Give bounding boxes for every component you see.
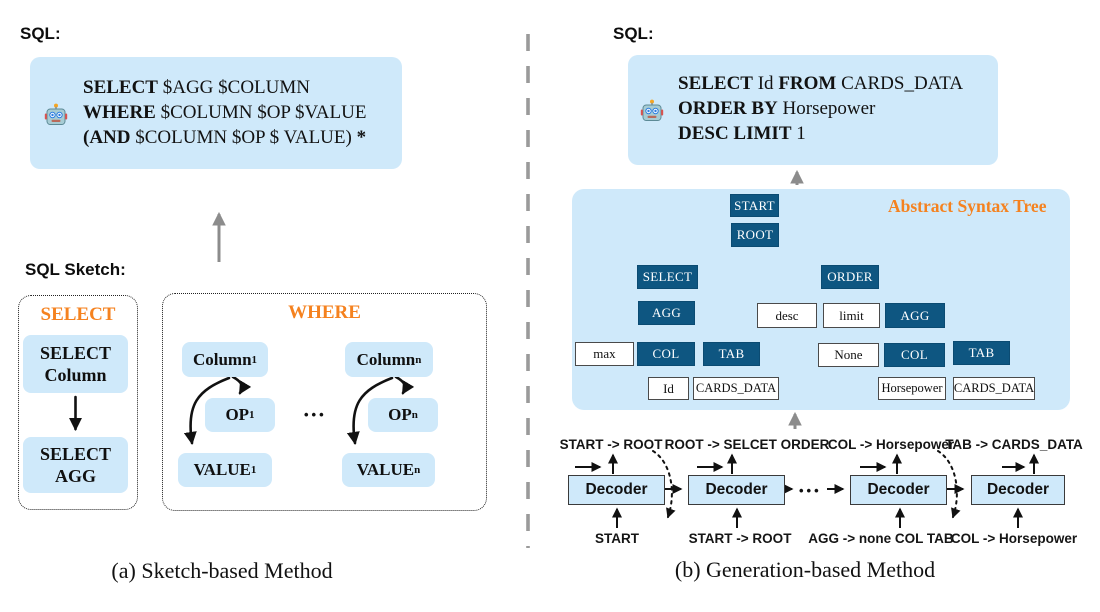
ast-node-max: max — [575, 342, 634, 366]
ast-node-tab-right: TAB — [953, 341, 1010, 365]
op-n-label: OP — [388, 405, 412, 425]
decoder-3-box: Decoder — [850, 475, 947, 505]
ast-node-agg-right: AGG — [885, 303, 945, 328]
sql-template-line: SELECT $AGG $COLUMN — [83, 77, 310, 98]
ast-node-none: None — [818, 343, 879, 367]
ast-node-col-left: COL — [637, 342, 695, 366]
select-column-box: SELECT Column — [23, 335, 128, 393]
sql-template-line: (AND $COLUMN $OP $ VALUE) * — [83, 127, 367, 148]
ast-node-cards-data-right: CARDS_DATA — [953, 377, 1035, 400]
select-agg-box: SELECT AGG — [23, 437, 128, 493]
ast-node-desc: desc — [757, 303, 817, 328]
decoder-1-input-label: START — [595, 531, 639, 546]
sql-label-right: SQL: — [613, 24, 654, 43]
select-group-box: SELECT — [18, 295, 138, 510]
op-1-label: OP — [225, 405, 250, 425]
sql-result-line: SELECT Id FROM CARDS_DATA — [678, 73, 964, 94]
robot-icon — [44, 103, 68, 127]
decoder-3-output-label: COL -> Horsepower — [827, 437, 955, 452]
sql-result-text: SELECT Id FROM CARDS_DATA ORDER BY Horse… — [678, 71, 963, 146]
sql-template-line: WHERE $COLUMN $OP $VALUE — [83, 102, 367, 123]
sql-label-left: SQL: — [20, 24, 61, 43]
robot-icon — [640, 99, 664, 123]
decoder-2-box: Decoder — [688, 475, 785, 505]
decoder-1-box: Decoder — [568, 475, 665, 505]
ast-node-select: SELECT — [637, 265, 698, 289]
decoder-1-output-label: START -> ROOT — [559, 437, 663, 452]
ast-node-limit: limit — [823, 303, 880, 328]
decoder-4-box: Decoder — [971, 475, 1065, 505]
ast-node-agg-left: AGG — [638, 301, 695, 325]
decoder-4-input-label: COL -> Horsepower — [950, 531, 1078, 546]
sql-result-line: ORDER BY Horsepower — [678, 98, 876, 119]
sql-result-line: DESC LIMIT 1 — [678, 123, 806, 144]
sql-template-box: SELECT $AGG $COLUMN WHERE $COLUMN $OP $V… — [30, 57, 402, 169]
decoder-2-input-label: START -> ROOT — [688, 531, 792, 546]
caption-b: (b) Generation-based Method — [674, 557, 936, 582]
value-n-label: VALUE — [356, 460, 415, 480]
ast-node-tab-left: TAB — [703, 342, 760, 366]
sql-template-text: SELECT $AGG $COLUMN WHERE $COLUMN $OP $V… — [83, 75, 366, 150]
column-1-label: Column — [192, 349, 252, 369]
decoder-3-input-label: AGG -> none COL TAB — [808, 531, 954, 546]
decoder-4-output-label: TAB -> CARDS_DATA — [945, 437, 1083, 452]
where-ellipsis: ••• — [304, 407, 327, 422]
ast-node-order: ORDER — [821, 265, 879, 289]
sql-sketch-label: SQL Sketch: — [25, 260, 126, 279]
sql-result-box: SELECT Id FROM CARDS_DATA ORDER BY Horse… — [628, 55, 998, 165]
decoder-ellipsis: ••• — [799, 483, 822, 498]
value-1-label: VALUE — [193, 460, 251, 480]
where-group-box: WHERE — [162, 293, 487, 511]
ast-node-root: ROOT — [731, 223, 779, 247]
ast-node-col-right: COL — [884, 343, 945, 367]
select-group-title: SELECT — [40, 304, 116, 325]
decoder-2-output-label: ROOT -> SELCET ORDER — [664, 437, 830, 452]
ast-title: Abstract Syntax Tree — [888, 196, 1047, 216]
column-n-label: Column — [356, 349, 416, 369]
ast-node-horsepower: Horsepower — [878, 377, 946, 400]
caption-a: (a) Sketch-based Method — [111, 558, 333, 583]
ast-node-cards-data-left: CARDS_DATA — [693, 377, 779, 400]
where-group-title: WHERE — [288, 302, 361, 323]
ast-node-id: Id — [648, 377, 689, 400]
ast-panel — [572, 189, 1070, 410]
ast-node-start: START — [730, 194, 779, 217]
